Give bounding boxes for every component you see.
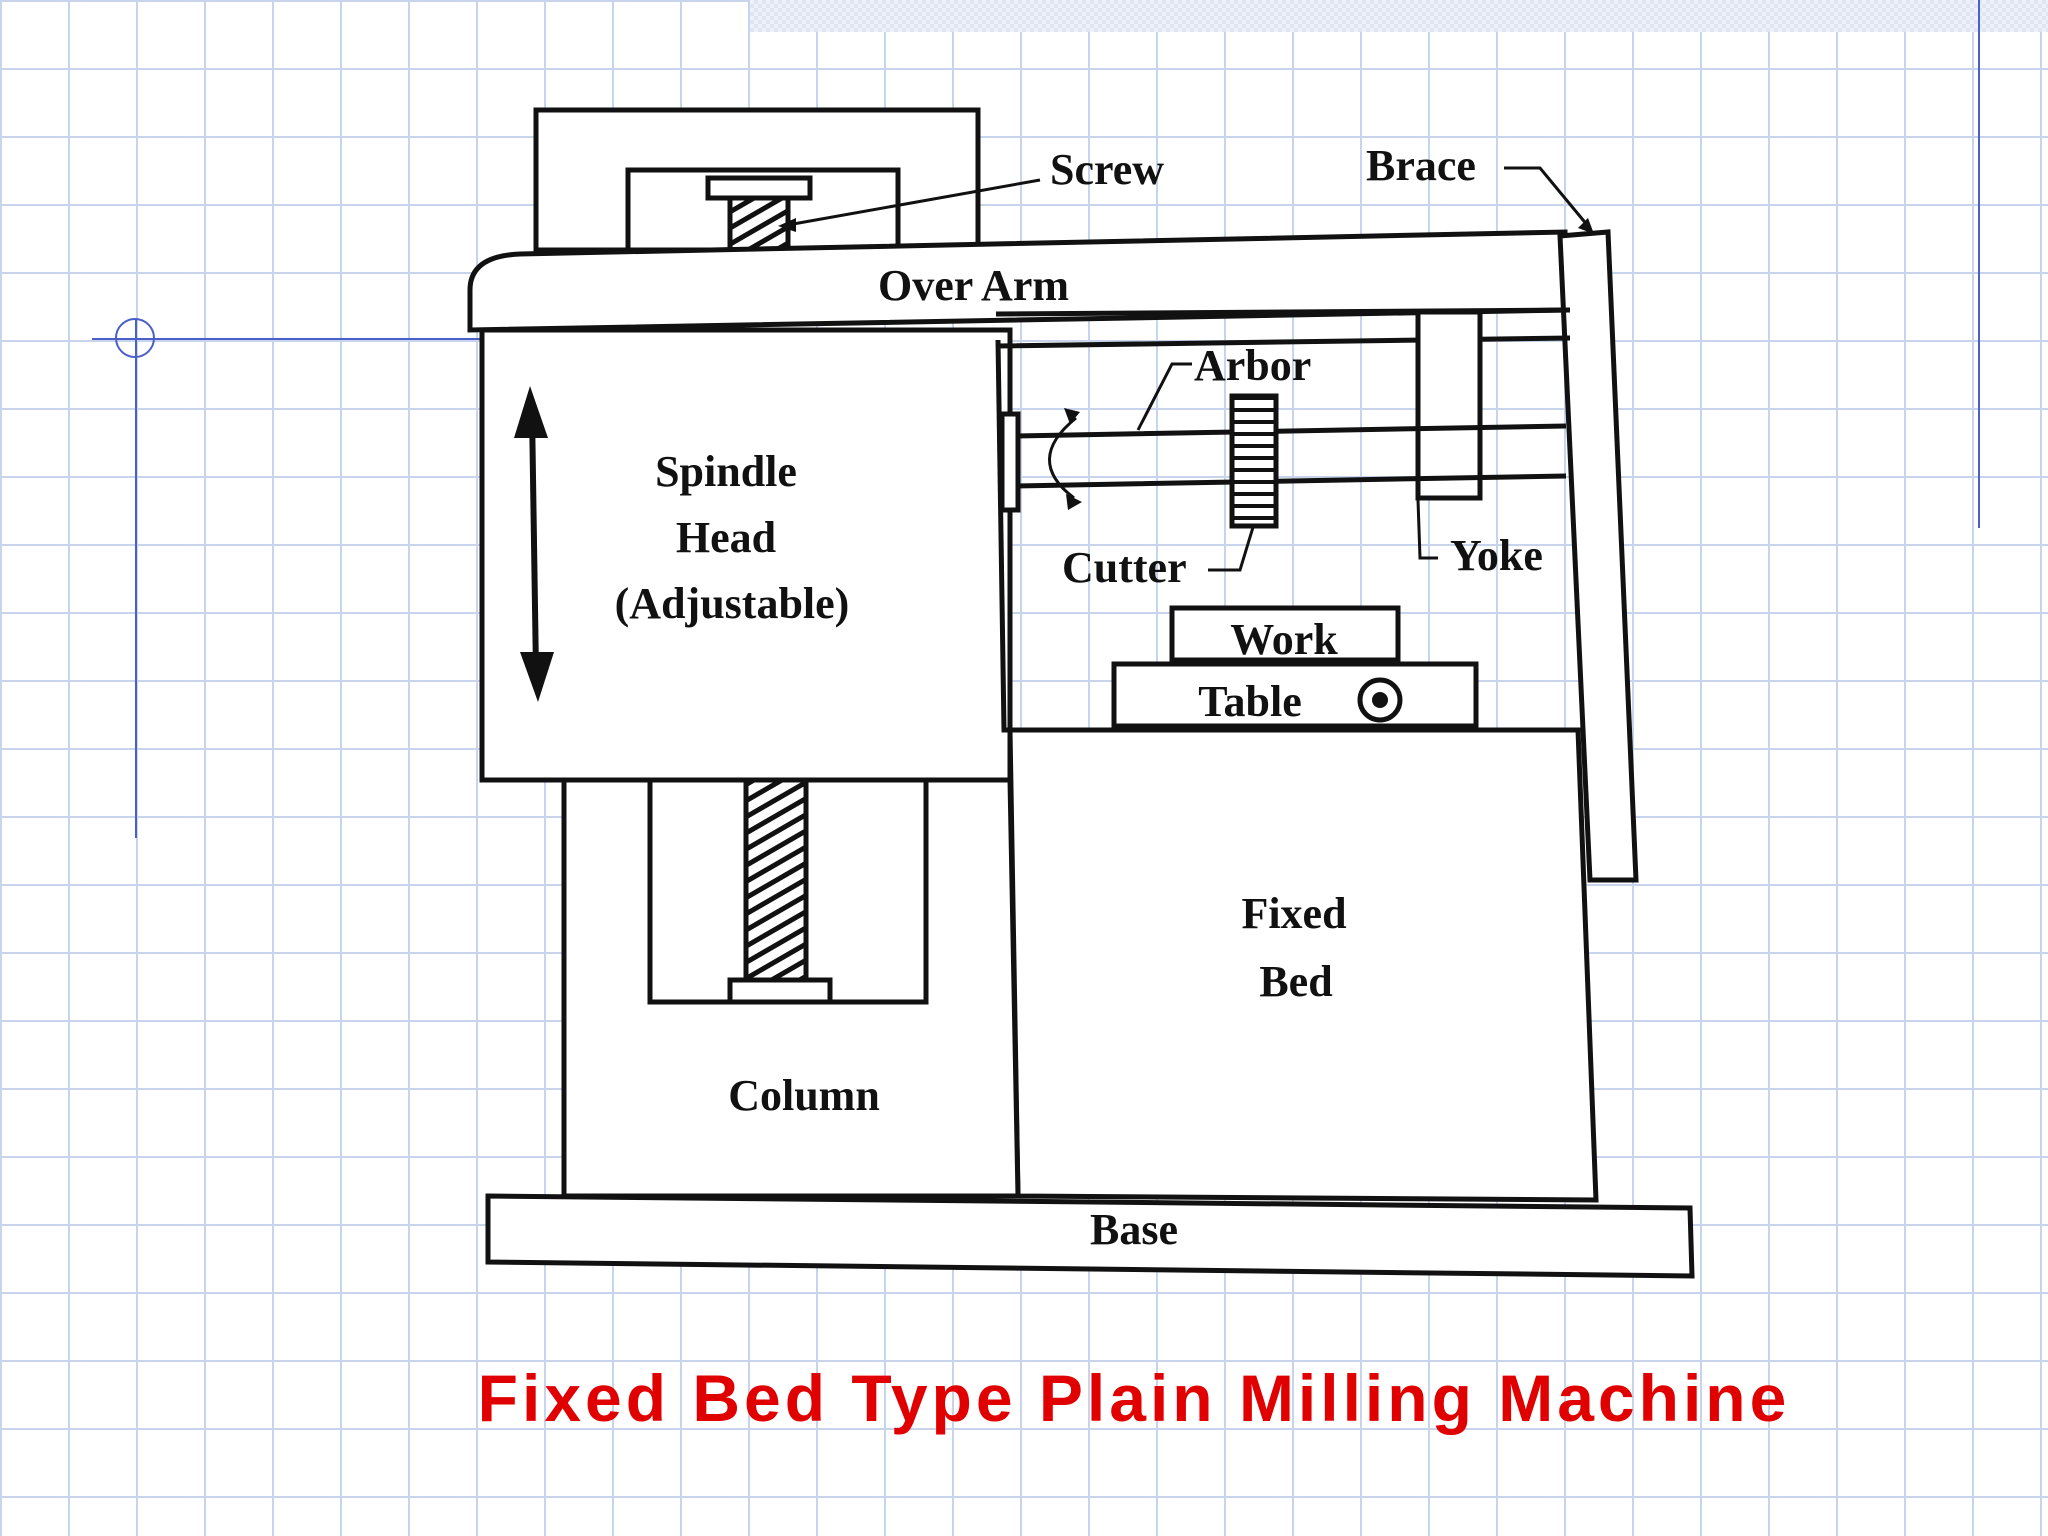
brace — [1557, 229, 1639, 883]
top-pattern-strip — [750, 0, 2048, 32]
screw-leader — [781, 178, 1041, 228]
diagram-caption: Fixed Bed Type Plain Milling Machine — [477, 1361, 1791, 1435]
guide-line-vertical-right — [1978, 0, 1980, 528]
label-screw: Screw — [1050, 145, 1164, 194]
spindle-adjust-arrow-line — [529, 411, 539, 673]
guide-circle-icon — [115, 318, 155, 358]
table-handwheel-center — [1372, 692, 1388, 708]
label-table: Table — [1198, 677, 1302, 726]
column-screw-thread — [743, 777, 809, 985]
brace-leader — [1504, 166, 1590, 227]
label-spindle-head-1: Spindle — [655, 447, 797, 496]
cutter-leader — [1208, 523, 1256, 572]
yoke-leader — [1416, 499, 1438, 560]
label-fixed-bed-1: Fixed — [1241, 889, 1346, 938]
column-screw-nut — [727, 977, 833, 1005]
base — [485, 1193, 1695, 1279]
screw-thread-top — [727, 195, 791, 253]
arbor-shaft — [1013, 423, 1567, 489]
brace-leader-arrowhead — [1578, 218, 1594, 234]
work-piece — [1169, 605, 1401, 663]
cutter — [1229, 393, 1279, 529]
label-yoke: Yoke — [1450, 531, 1543, 580]
label-spindle-head-3: (Adjustable) — [615, 579, 850, 628]
label-fixed-bed-2: Bed — [1259, 957, 1332, 1006]
guide-line-horizontal — [92, 338, 482, 340]
label-spindle-head-2: Head — [676, 513, 776, 562]
arrow-up-icon — [514, 386, 548, 438]
arbor-collar — [999, 411, 1021, 513]
spindle-head — [479, 327, 1013, 783]
rotation-arrow-head-top — [1064, 408, 1080, 424]
rotation-arrow-head-bottom — [1066, 494, 1082, 510]
rotation-arrow-icon — [1048, 416, 1077, 500]
label-over-arm: Over Arm — [878, 261, 1069, 310]
arrow-down-icon — [520, 652, 554, 702]
label-base: Base — [1090, 1205, 1178, 1254]
yoke — [1415, 309, 1483, 501]
over-arm — [467, 229, 1568, 333]
machine-table — [1111, 661, 1479, 729]
label-work: Work — [1230, 615, 1338, 664]
screw-leader-arrowhead — [778, 218, 796, 232]
label-arbor: Arbor — [1194, 341, 1311, 390]
screw-cap — [705, 175, 813, 201]
label-brace: Brace — [1366, 141, 1476, 190]
label-cutter: Cutter — [1062, 543, 1187, 592]
arbor-leader — [1136, 362, 1192, 431]
guide-line-vertical — [135, 318, 137, 838]
label-column: Column — [728, 1071, 880, 1120]
